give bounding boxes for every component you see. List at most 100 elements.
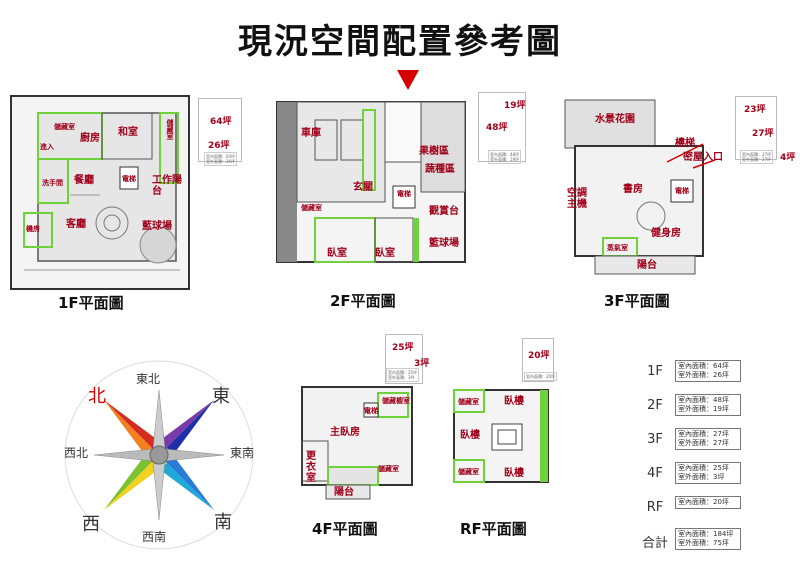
room-2f-lift: 電梯 [397,190,411,198]
room-1f-kitchen: 廚房 [80,133,100,144]
compass-nw: 西北 [64,446,89,460]
plan-2f: 車庫 果樹區 蔬種區 玄關 電梯 儲藏室 觀賞台 臥室 臥室 籃球場 [275,90,470,270]
room-1f-entry: 進入 [40,143,54,151]
room-3f-lift: 電梯 [675,187,689,195]
room-rf-attic-left: 臥樓 [460,430,480,441]
plan-4f: 儲藏櫥室 電梯 主臥房 更衣室 儲藏室 陽台 [300,385,415,500]
summary-row-total: 合計 室內面積：184坪 室外面積：75坪 [640,528,760,554]
room-2f-garage: 車庫 [301,128,321,139]
room-1f-storage: 儲藏室 [54,123,75,131]
mini-3f [735,96,777,160]
room-1f-storage-right: 儲藏室 [166,119,174,140]
room-4f-dress: 更衣室 [306,451,316,484]
summary-indoor: 室內面積：48坪 [678,396,729,404]
summary-outdoor: 室外面積：19坪 [678,405,729,413]
room-4f-storage-right: 儲藏室 [378,465,399,473]
note-2f-line1: 室內面積：48坪 [490,152,520,157]
note-2f-line2: 室外面積：19坪 [490,157,520,162]
summary-floor: 合計 [641,536,668,551]
caption-4f: 4F平面圖 [312,520,378,538]
room-1f-washitsu: 和室 [118,127,138,138]
summary-box: 室內面積：27坪 室外面積：27坪 [675,428,741,450]
area-4f-outdoor: 3坪 [414,359,430,369]
room-3f-roof-entry: 密屋入口 [683,152,723,163]
room-2f-view: 觀賞台 [429,206,459,217]
summary-outdoor: 室外面積：27坪 [678,439,729,447]
summary-box: 室內面積：48坪 室外面積：19坪 [675,394,741,416]
summary-row-1f: 1F 室內面積：64坪 室外面積：26坪 [640,360,760,386]
area-3f-outdoor: 23坪 [744,105,766,115]
room-rf-attic-bottom: 臥樓 [504,468,524,479]
room-1f-lift: 電梯 [122,175,136,183]
mini-4f [385,334,423,384]
summary-floor: RF [646,500,664,515]
compass-rose: 北 東北 東 東南 南 西南 西 西北 [64,360,254,550]
summary-indoor: 室內面積：184坪 [678,530,734,538]
room-rf-attic-top: 臥樓 [504,396,524,407]
summary-box: 室內面積：184坪 室外面積：75坪 [675,528,741,550]
room-3f-stair: 樓梯 [675,138,695,149]
note-1f-line2: 室外面積：26坪 [206,159,236,164]
summary-row-rf: RF 室內面積：20坪 [640,496,760,522]
caption-1f: 1F平面圖 [58,294,124,312]
room-3f-garden: 水景花園 [595,114,635,125]
caption-rf: RF平面圖 [460,520,527,538]
room-4f-master: 主臥房 [330,427,360,438]
area-3f-extra: 4坪 [780,153,796,163]
note-2f: 室內面積：48坪 室外面積：19坪 [488,150,522,164]
note-4f-line1: 室內面積：25坪 [388,370,418,375]
room-2f-veg: 蔬種區 [425,164,455,175]
room-1f-machine: 機房 [26,225,40,233]
summary-indoor: 室內面積：27坪 [678,430,729,438]
room-2f-court: 籃球場 [429,238,459,249]
plan-rf: 儲藏室 臥樓 臥樓 儲藏室 臥樓 [452,388,552,484]
compass-sw: 西南 [142,530,167,544]
entrance-arrow-icon [397,70,419,90]
plan-rf-drawing [453,389,549,483]
compass-n: 北 [88,386,106,407]
room-3f-study: 書房 [623,184,643,195]
room-1f-workbench: 工作陽台 [152,175,182,197]
summary-row-2f: 2F 室內面積：48坪 室外面積：19坪 [640,394,760,420]
summary-outdoor: 室外面積：75坪 [678,539,729,547]
summary-row-4f: 4F 室內面積：25坪 室外面積：3坪 [640,462,760,488]
room-1f-courtyard: 藍球場 [142,221,172,232]
summary-outdoor: 室外面積：26坪 [678,371,729,379]
summary-outdoor: 室外面積：3坪 [678,473,725,481]
summary-box: 室內面積：64坪 室外面積：26坪 [675,360,741,382]
mini-1f [198,98,242,162]
room-rf-storage-tl: 儲藏室 [458,398,479,406]
room-4f-lift: 電梯 [364,407,378,415]
plan-3f: 水景花園 樓梯 密屋入口 空調主機 書房 電梯 健身房 蒸氣室 陽台 [555,98,723,276]
note-3f-line1: 室內面積：27坪 [742,152,772,157]
summary-box: 室內面積：20坪 [675,496,741,509]
summary-indoor: 室內面積：64坪 [678,362,729,370]
summary-floor: 3F [647,432,663,447]
compass-ne: 東北 [136,372,161,386]
room-2f-bed1: 臥室 [327,248,347,259]
room-3f-steam: 蒸氣室 [607,244,628,252]
summary-row-3f: 3F 室內面積：27坪 室外面積：27坪 [640,428,760,454]
note-4f-line2: 室外面積：3坪 [388,375,415,380]
compass-w: 西 [82,514,100,535]
note-1f: 室內面積：64坪 室外面積：26坪 [204,152,238,166]
area-2f-outdoor: 19坪 [504,101,526,111]
compass-drawing [64,360,254,550]
area-rf-indoor: 20坪 [528,351,550,361]
plan-3f-drawing [564,99,715,275]
room-2f-hall: 玄關 [353,182,373,193]
room-1f-washroom: 洗手間 [42,179,63,187]
plan-2f-drawing [276,101,466,263]
compass-s: 南 [214,512,232,533]
room-4f-storage-top: 儲藏櫥室 [382,397,410,405]
note-rf: 室內面積：20坪 [524,372,558,381]
room-rf-storage-bl: 儲藏室 [458,468,479,476]
plan-1f-drawing [10,95,190,290]
note-rf-line1: 室內面積：20坪 [526,374,556,379]
summary-box: 室內面積：25坪 室外面積：3坪 [675,462,741,484]
note-4f: 室內面積：25坪 室外面積：3坪 [386,368,420,382]
plan-4f-drawing [301,386,413,500]
summary-floor: 2F [647,398,663,413]
note-1f-line1: 室內面積：64坪 [206,154,236,159]
room-1f-living: 客廳 [66,219,86,230]
